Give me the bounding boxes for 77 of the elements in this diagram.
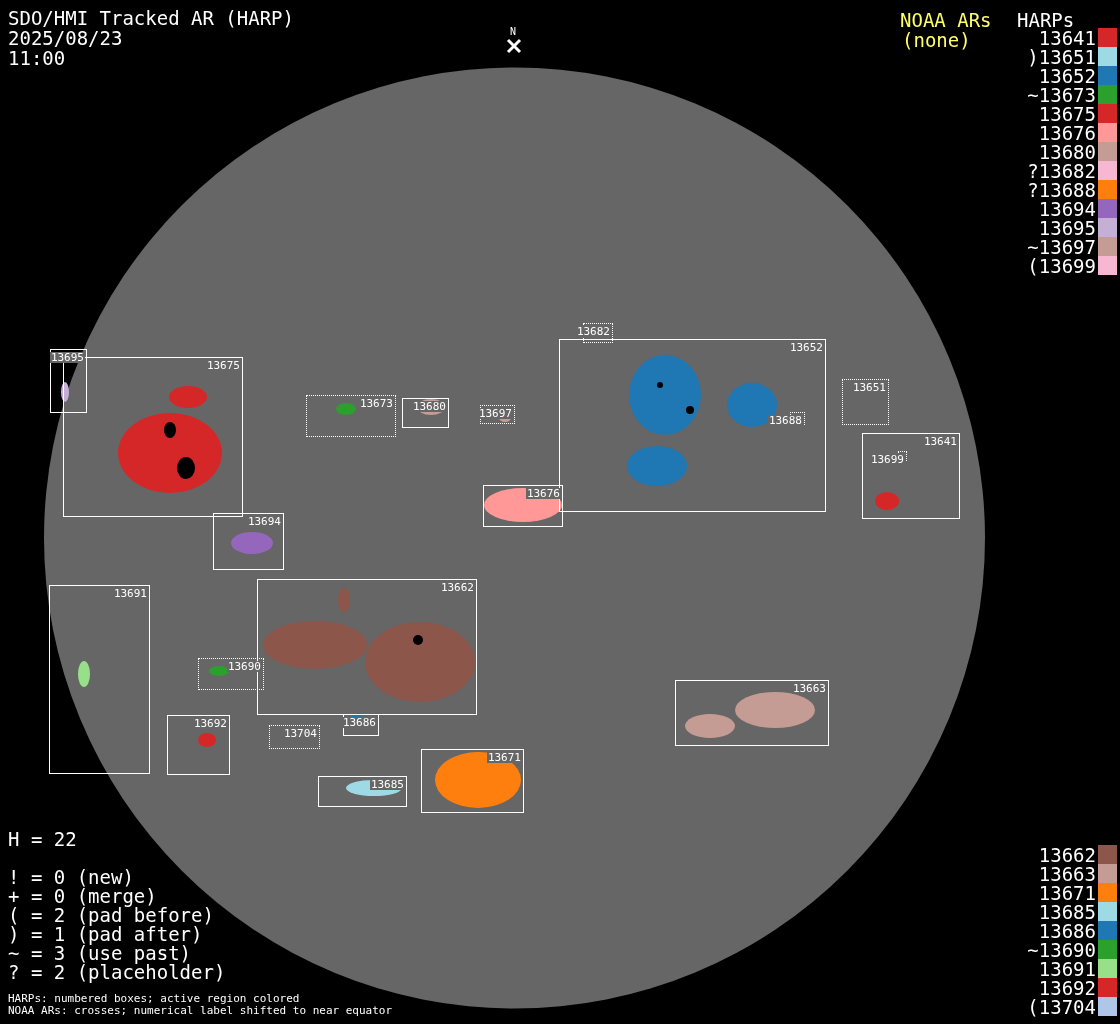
legend-text: 13641: [1038, 29, 1096, 48]
legend-text: ~13673: [1027, 86, 1096, 105]
harp-number: 13682: [575, 326, 611, 337]
key-text: ) = 1 (pad after): [8, 925, 203, 944]
harp-number: 13651: [851, 382, 887, 393]
harp-number: 13688: [767, 415, 803, 426]
legend-text: 13663: [1038, 865, 1096, 884]
harp-number: 13663: [791, 683, 827, 694]
legend-text: 13692: [1038, 979, 1096, 998]
harp-number: 13685: [369, 779, 405, 790]
note: HARPs: numbered boxes; active region colored: [8, 993, 300, 1004]
harp-box: [842, 379, 889, 425]
key-text: ~ = 3 (use past): [8, 944, 192, 963]
harp-number: 13680: [411, 401, 447, 412]
title: SDO/HMI Tracked AR (HARP): [8, 9, 294, 28]
north-label: N: [510, 27, 517, 37]
legend-text: ~13690: [1027, 941, 1096, 960]
harp-box: [198, 658, 264, 690]
harp-number: 13671: [486, 752, 522, 763]
harp-number: 13695: [49, 352, 85, 363]
harp-number: 13692: [192, 718, 228, 729]
legend-text: 13694: [1038, 200, 1096, 219]
harp-box: [318, 776, 407, 807]
heading: NOAA ARs: [900, 11, 992, 30]
harp-box: [559, 339, 826, 512]
harp-number: 13675: [205, 360, 241, 371]
date-label: 2025/08/23: [8, 29, 123, 48]
heading: HARPs: [1017, 11, 1075, 30]
harp-box: [675, 680, 829, 746]
harp-box: [483, 485, 563, 527]
harp-box: [50, 349, 87, 413]
harp-box: [343, 714, 379, 736]
harp-number: 13662: [439, 582, 475, 593]
key-text: + = 0 (merge): [8, 887, 157, 906]
harp-box: [480, 405, 515, 424]
legend-text: (13699: [1027, 257, 1096, 276]
legend-text: 13680: [1038, 143, 1096, 162]
legend-text: 13675: [1038, 105, 1096, 124]
key-text: ? = 2 (placeholder): [8, 963, 226, 982]
legend-text: 13671: [1038, 884, 1096, 903]
legend-text: ~13697: [1027, 238, 1096, 257]
harp-number: 13697: [477, 408, 513, 419]
count-label: H = 22: [8, 830, 77, 849]
harp-box: [402, 398, 449, 428]
key-text: ( = 2 (pad before): [8, 906, 214, 925]
legend-text: 13685: [1038, 903, 1096, 922]
harp-number: 13673: [358, 398, 394, 409]
legend-text: 13652: [1038, 67, 1096, 86]
harp-number: 13691: [112, 588, 148, 599]
legend-text: 13676: [1038, 124, 1096, 143]
harp-box: [862, 433, 960, 519]
harp-box: [213, 513, 284, 570]
legend-text: ?13688: [1027, 181, 1096, 200]
harp-number: 13676: [525, 488, 561, 499]
harp-number: 13699: [869, 454, 905, 465]
harp-box: [421, 749, 524, 813]
status-text: (none): [902, 31, 971, 50]
harp-number: 13694: [246, 516, 282, 527]
key-text: ! = 0 (new): [8, 868, 134, 887]
legend-text: 13691: [1038, 960, 1096, 979]
harp-number: 13686: [341, 717, 377, 728]
harp-box: [306, 395, 396, 437]
harp-box: [167, 715, 230, 775]
harp-number: 13641: [922, 436, 958, 447]
harp-number: 13690: [226, 661, 262, 672]
harp-box: [49, 585, 150, 774]
legend-text: ?13682: [1027, 162, 1096, 181]
legend-text: 13686: [1038, 922, 1096, 941]
harp-number: 13652: [788, 342, 824, 353]
harp-box: [269, 725, 320, 749]
legend-text: 13662: [1038, 846, 1096, 865]
time-label: 11:00: [8, 49, 66, 68]
legend-text: (13704: [1027, 998, 1096, 1017]
legend-text: )13651: [1027, 48, 1096, 67]
legend-text: 13695: [1038, 219, 1096, 238]
note: NOAA ARs: crosses; numerical label shifted to near equator: [8, 1005, 393, 1016]
harp-number: 13704: [282, 728, 318, 739]
